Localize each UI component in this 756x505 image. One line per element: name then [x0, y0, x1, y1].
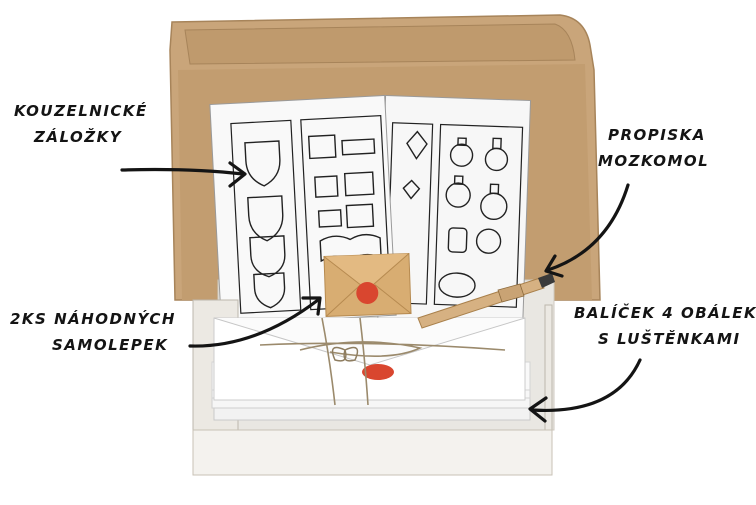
arrow-pen-icon [546, 183, 630, 272]
label-envelopes: BALÍČEK 4 OBÁLEK S LUŠTĚNKAMI [574, 300, 756, 352]
sticker-envelope-seal [356, 281, 379, 304]
twine [259, 317, 506, 406]
label-bookmarks-line1: KOUZELNICKÉ [14, 102, 148, 120]
label-envelopes-line2: S LUŠTĚNKAMI [598, 330, 741, 348]
label-stickers-line1: 2KS NÁHODNÝCH [10, 310, 176, 328]
label-envelopes-line1: BALÍČEK 4 OBÁLEK [574, 304, 756, 322]
label-stickers: 2KS NÁHODNÝCH SAMOLEPEK [10, 306, 176, 358]
label-stickers-line2: SAMOLEPEK [52, 336, 169, 354]
label-pen: PROPISKA MOZKOMOL [598, 122, 709, 174]
label-bookmarks-line2: ZÁLOŽKY [34, 128, 123, 146]
sticker-envelope [323, 253, 412, 317]
label-pen-line1: PROPISKA [608, 126, 706, 144]
arrow-bookmarks-icon [120, 167, 245, 176]
arrow-stickers-icon [188, 298, 320, 348]
pen [417, 273, 555, 329]
arrow-envelopes-icon [530, 358, 642, 413]
bookmark-sheet-back [377, 94, 532, 326]
label-bookmarks: KOUZELNICKÉ ZÁLOŽKY [14, 98, 148, 150]
envelope-stack [211, 317, 531, 421]
envelope-seal [362, 364, 394, 380]
box-lid-flap [184, 23, 576, 65]
label-pen-line2: MOZKOMOL [598, 152, 710, 170]
